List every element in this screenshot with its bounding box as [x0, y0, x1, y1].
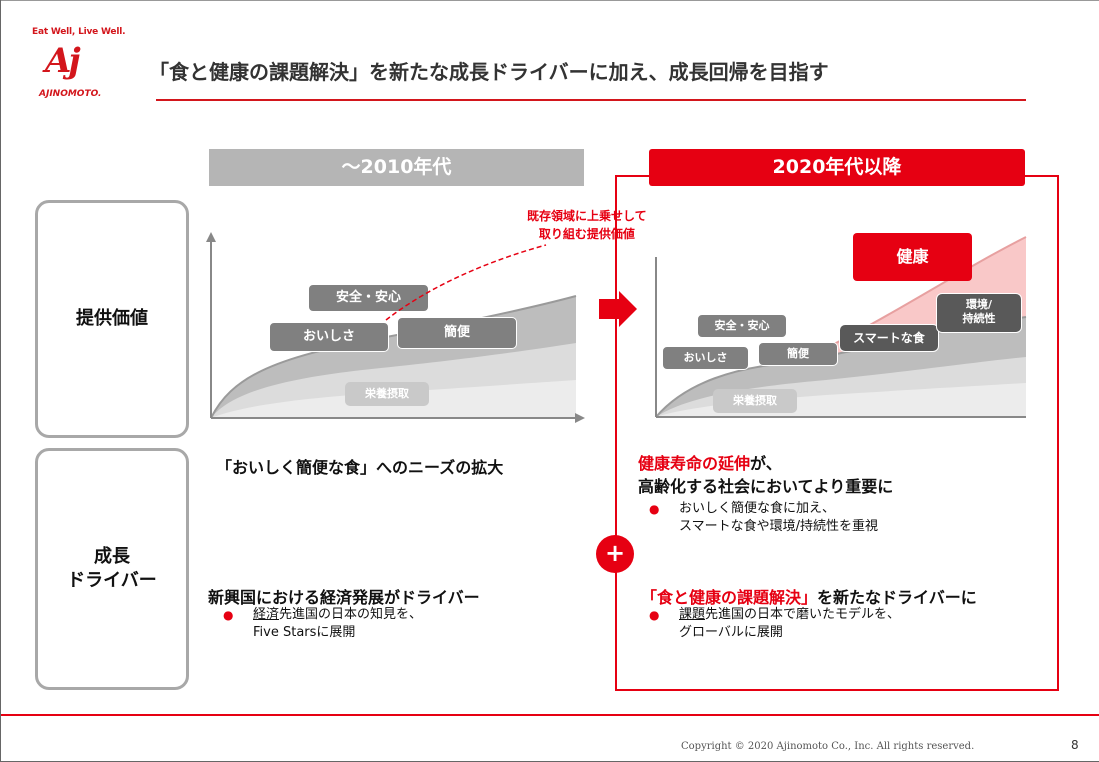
page-title: 「食と健康の課題解決」を新たな成長ドライバーに加え、成長回帰を目指す — [149, 60, 829, 84]
new-driver-rest: を新たなドライバーに — [817, 588, 977, 607]
bullet-icon: ● — [649, 608, 660, 622]
row-label-value-text: 提供価値 — [76, 307, 148, 329]
logo-wordmark: AJINOMOTO. — [39, 89, 102, 99]
new-heading-line2: 高齢化する社会においてより重要に — [638, 477, 894, 497]
new-driver-heading: 「食と健康の課題解決」を新たなドライバーに — [641, 584, 977, 608]
new-driver-bullet-line1: 課題先進国の日本で磨いたモデルを、 — [649, 606, 900, 624]
old-driver-bullet-line1: 経済先進国の日本の知見を、 — [223, 606, 422, 624]
chart-old-y-arrow-icon — [206, 232, 216, 242]
bullet-icon: ● — [649, 502, 660, 516]
footer-divider — [1, 714, 1099, 716]
column-header-old: ～2010年代 — [209, 149, 584, 186]
new-driver-bullet: ● 課題先進国の日本で磨いたモデルを、 グローバルに展開 — [649, 606, 900, 642]
row-label-driver-text: 成長 ドライバー — [67, 545, 157, 591]
old-driver-bullet-line2: Five Starsに展開 — [253, 625, 356, 641]
copyright-text: Copyright © 2020 Ajinomoto Co., Inc. All… — [681, 741, 975, 752]
label-new-convenience: 簡便 — [758, 342, 838, 366]
label-new-smart-food: スマートな食 — [839, 324, 939, 352]
label-new-nutrition: 栄養摂取 — [713, 389, 797, 413]
new-bullet: ● おいしく簡便な食に加え、 スマートな食や環境/持続性を重視 — [649, 500, 878, 536]
column-header-new: 2020年代以降 — [649, 149, 1025, 186]
new-heading: 健康寿命の延伸が、 高齢化する社会においてより重要に — [638, 452, 893, 498]
title-divider — [156, 99, 1026, 101]
new-driver-line1-rest: 先進国の日本で磨いたモデルを、 — [705, 607, 901, 622]
new-heading-rest1: が、 — [750, 454, 782, 473]
label-new-safety: 安全・安心 — [697, 314, 787, 338]
label-old-safety: 安全・安心 — [308, 284, 429, 312]
label-old-convenience: 簡便 — [397, 317, 517, 349]
annotation-text: 既存領域に上乗せして 取り組む提供価値 — [527, 209, 647, 241]
row-label-driver: 成長 ドライバー — [35, 448, 189, 690]
new-heading-red: 健康寿命の延伸 — [638, 454, 751, 473]
old-driver-heading: 新興国における経済発展がドライバー — [208, 588, 480, 607]
new-driver-red: 「食と健康の課題解決」 — [641, 588, 818, 607]
bullet-icon: ● — [223, 608, 234, 622]
logo-tagline: Eat Well, Live Well. — [32, 27, 126, 37]
label-new-sustainability: 環境/ 持続性 — [936, 293, 1022, 333]
right-arrow-icon — [599, 291, 637, 327]
label-old-taste: おいしさ — [269, 322, 389, 352]
label-old-nutrition: 栄養摂取 — [345, 382, 429, 406]
top-border — [1, 0, 1099, 1]
label-new-health: 健康 — [853, 233, 972, 281]
page-number: 8 — [1071, 738, 1079, 752]
ajinomoto-logo-icon: Aj — [45, 41, 81, 81]
annotation-dashed-line — [385, 244, 547, 321]
row-label-value: 提供価値 — [35, 200, 189, 438]
label-new-taste: おいしさ — [662, 346, 749, 370]
plus-icon: + — [596, 535, 634, 573]
old-need-text: 「おいしく簡便な食」へのニーズの拡大 — [216, 458, 504, 477]
old-driver-bullet: ● 経済先進国の日本の知見を、 Five Starsに展開 — [223, 606, 422, 642]
old-driver-line1-rest: 先進国の日本の知見を、 — [279, 607, 423, 622]
new-bullet-line1: おいしく簡便な食に加え、 — [679, 501, 836, 516]
chart-old-x-arrow-icon — [575, 413, 585, 423]
old-driver-underlined: 経済 — [253, 607, 280, 622]
new-bullet-line2: スマートな食や環境/持続性を重視 — [679, 519, 878, 535]
new-driver-bullet-line2: グローバルに展開 — [679, 625, 783, 641]
new-driver-underlined: 課題 — [679, 607, 706, 622]
